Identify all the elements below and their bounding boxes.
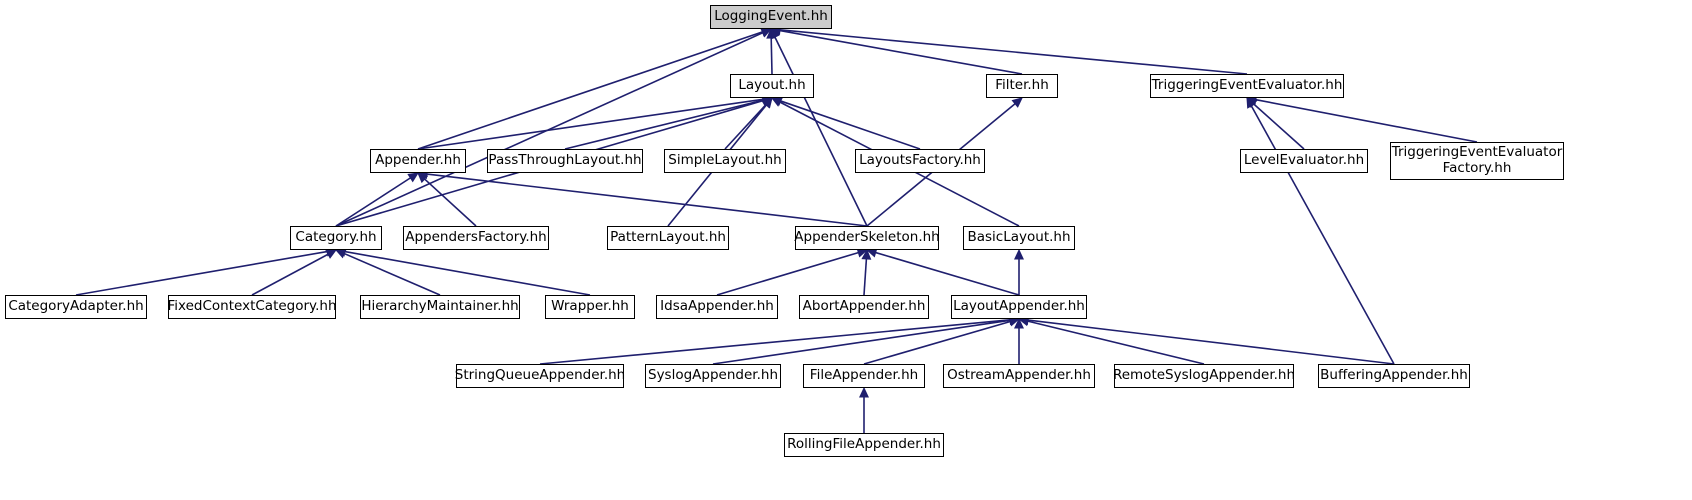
graph-node-wrapper[interactable]: Wrapper.hh [545, 295, 635, 319]
graph-edge-arrowhead [407, 172, 419, 183]
graph-edge [1027, 320, 1205, 365]
graph-edge [774, 36, 868, 227]
graph-node-appender[interactable]: Appender.hh [370, 149, 466, 173]
graph-edge [1253, 103, 1305, 150]
graph-edge [344, 250, 591, 296]
graph-edge-arrowhead [859, 386, 869, 398]
graph-edge [1250, 105, 1395, 365]
graph-node-triggering-event-evaluator-factory[interactable]: TriggeringEventEvaluator Factory.hh [1390, 142, 1564, 180]
graph-edge [335, 31, 764, 227]
graph-edge-arrowhead [1014, 317, 1024, 329]
graph-node-pass-through-layout[interactable]: PassThroughLayout.hh [487, 149, 643, 173]
graph-edge [716, 251, 859, 296]
graph-edge [251, 253, 329, 296]
graph-node-syslog-appender[interactable]: SyslogAppender.hh [645, 364, 781, 388]
graph-edge [1255, 98, 1478, 143]
graph-node-filter[interactable]: Filter.hh [986, 74, 1058, 98]
graph-edge-arrowhead [861, 248, 872, 260]
graph-node-remote-syslog-appender[interactable]: RemoteSyslogAppender.hh [1113, 364, 1295, 388]
graph-edge [863, 258, 868, 296]
graph-edge-arrowhead [1014, 248, 1024, 260]
graph-node-logging-event[interactable]: LoggingEvent.hh [710, 5, 832, 29]
graph-node-pattern-layout[interactable]: PatternLayout.hh [607, 226, 729, 250]
graph-edge [779, 29, 1023, 75]
graph-edge-arrowhead [766, 27, 777, 39]
graph-edge-arrowhead [761, 97, 773, 109]
graph-edge-arrowhead [762, 97, 773, 109]
graph-node-category[interactable]: Category.hh [290, 226, 382, 250]
graph-edge [417, 31, 763, 150]
graph-edge [426, 173, 868, 227]
graph-edge [75, 250, 328, 296]
graph-node-level-evaluator[interactable]: LevelEvaluator.hh [1240, 149, 1368, 173]
graph-edge [724, 104, 767, 150]
graph-node-triggering-event-evaluator[interactable]: TriggeringEventEvaluator.hh [1150, 74, 1344, 98]
graph-node-hierarchy-maintainer[interactable]: HierarchyMaintainer.hh [360, 295, 520, 319]
graph-edge-arrowhead [760, 28, 773, 38]
graph-node-appenders-factory[interactable]: AppendersFactory.hh [403, 226, 549, 250]
graph-edge-arrowhead [1246, 97, 1258, 109]
graph-edge-arrowhead [417, 172, 429, 184]
graph-node-category-adapter[interactable]: CategoryAdapter.hh [5, 295, 147, 319]
graph-node-basic-layout[interactable]: BasicLayout.hh [963, 226, 1075, 250]
graph-node-rolling-file-appender[interactable]: RollingFileAppender.hh [784, 433, 944, 457]
graph-node-layouts-factory[interactable]: LayoutsFactory.hh [855, 149, 985, 173]
graph-edge [1027, 319, 1395, 365]
graph-node-simple-layout[interactable]: SimpleLayout.hh [664, 149, 786, 173]
graph-edge [335, 177, 411, 227]
graph-edge-arrowhead [325, 249, 338, 259]
graph-node-string-queue-appender[interactable]: StringQueueAppender.hh [455, 364, 625, 388]
graph-node-buffering-appender[interactable]: BufferingAppender.hh [1318, 364, 1470, 388]
graph-node-file-appender[interactable]: FileAppender.hh [803, 364, 925, 388]
graph-edge-arrowhead [334, 249, 347, 259]
graph-edge [770, 37, 773, 75]
graph-node-appender-skeleton[interactable]: AppenderSkeleton.hh [794, 226, 940, 250]
graph-node-abort-appender[interactable]: AbortAppender.hh [799, 295, 929, 319]
graph-edge-arrowhead [770, 27, 780, 40]
graph-node-layout[interactable]: Layout.hh [730, 74, 814, 98]
graph-edge [712, 319, 1011, 365]
graph-edge [780, 100, 921, 150]
graph-edge [779, 29, 1248, 75]
graph-edge [417, 98, 764, 150]
graph-edge [343, 252, 441, 296]
graph-node-layout-appender[interactable]: LayoutAppender.hh [951, 295, 1087, 319]
graph-node-idsa-appender[interactable]: IdsaAppender.hh [656, 295, 778, 319]
graph-node-fixed-context-category[interactable]: FixedContextCategory.hh [168, 295, 337, 319]
graph-edge-arrowhead [1011, 97, 1023, 108]
graph-edge [564, 99, 764, 150]
graph-edge-arrowhead [760, 27, 773, 37]
graph-edge-arrowhead [770, 96, 783, 106]
graph-edge-arrowhead [1246, 96, 1256, 109]
graph-edge [424, 178, 477, 227]
graph-edge [863, 320, 1011, 365]
graph-node-ostream-appender[interactable]: OstreamAppender.hh [943, 364, 1095, 388]
graph-edge [875, 251, 1020, 296]
graph-edge-arrowhead [770, 97, 783, 107]
graph-edge [539, 319, 1011, 365]
